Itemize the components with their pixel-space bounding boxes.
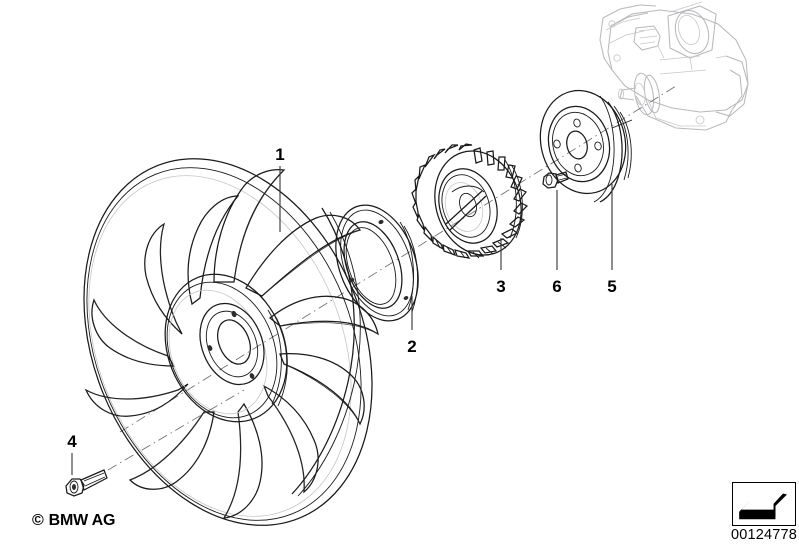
callout-4[interactable]: 4 [60, 433, 84, 450]
fan-mounting-bolt-part4 [65, 469, 108, 497]
water-pump-housing-ghost [599, 1, 749, 131]
copyright-text: BMW AG [48, 512, 116, 529]
diagram-id-number: 00124778 [730, 527, 798, 543]
diagram-id-block: 00124778 [728, 482, 799, 543]
fan-flange-ring-part2 [335, 204, 419, 322]
callout-5-label: 5 [607, 277, 617, 296]
bolt-to-hub-leader [107, 389, 245, 471]
callout-2-label: 2 [407, 337, 417, 356]
copyright-notice: © BMW AG [32, 512, 115, 530]
callout-5[interactable]: 5 [600, 278, 624, 295]
water-pump-pulley-part5 [539, 89, 633, 203]
3d-arrow-icon [732, 482, 796, 526]
callout-4-label: 4 [67, 432, 77, 451]
pulley-bolt-part6 [542, 171, 569, 189]
callout-6-label: 6 [552, 277, 562, 296]
clutch-cooling-fins [411, 143, 529, 259]
copyright-icon: © [32, 512, 44, 529]
callout-1[interactable]: 1 [268, 146, 292, 163]
fan-hub [164, 273, 288, 423]
callout-1-label: 1 [275, 145, 285, 164]
callout-3-label: 3 [496, 277, 506, 296]
fan-clutch-finned-part3 [411, 143, 529, 259]
cooling-fan-part1 [83, 158, 379, 526]
callout-6[interactable]: 6 [545, 278, 569, 295]
fan-blade-edges [85, 169, 379, 519]
callout-2[interactable]: 2 [400, 338, 424, 355]
callout-3[interactable]: 3 [489, 278, 513, 295]
